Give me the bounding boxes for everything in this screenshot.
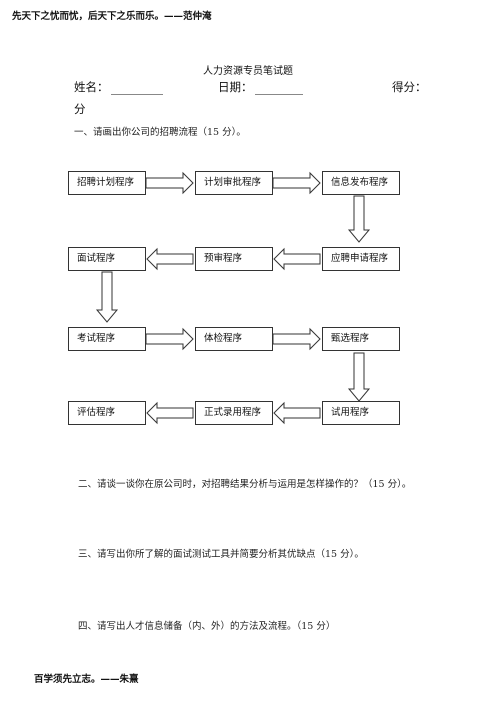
flow-box-pre-review: 预审程序 [195,247,273,271]
flow-box-application: 应聘申请程序 [322,247,400,271]
arrow-right-r3b [272,327,321,351]
flow-box-evaluation: 评估程序 [68,401,146,425]
question-3: 三、请写出你所了解的面试测试工具并简要分析其优缺点（15 分）。 [78,549,364,560]
arrow-left-r2b [146,247,194,271]
question-1: 一、请画出你公司的招聘流程（15 分）。 [74,127,246,138]
flow-box-formal-hiring: 正式录用程序 [195,401,273,425]
score-continuation: 分 [74,102,86,116]
name-field: 姓名： [74,79,163,95]
flow-box-interview: 面试程序 [68,247,146,271]
arrow-left-r2a [273,247,321,271]
date-field: 日期： [218,79,303,95]
arrow-right-r1b [272,171,321,195]
arrow-left-r4a [273,401,321,425]
flow-box-plan-approval: 计划审批程序 [195,171,273,195]
header-quote: 先天下之忧而忧，后天下之乐而乐。——范仲淹 [12,11,212,22]
question-2: 二、请谈一谈你在原公司时，对招聘结果分析与运用是怎样操作的？（15 分）。 [78,479,412,490]
flow-box-recruitment-plan: 招聘计划程序 [68,171,146,195]
flow-box-exam: 考试程序 [68,327,146,351]
arrow-left-r4b [146,401,194,425]
flow-box-probation: 试用程序 [322,401,400,425]
flow-box-medical-check: 体检程序 [195,327,273,351]
date-blank-line [254,82,303,95]
score-field: 得分： [392,79,427,95]
arrow-right-r1a [145,171,194,195]
name-blank-line [110,82,163,95]
flow-box-selection: 甄选程序 [322,327,400,351]
arrow-down-r2-r3 [95,271,119,323]
arrow-down-r3-r4 [347,352,371,402]
name-label: 姓名： [74,80,109,94]
arrow-down-r1-r2 [347,195,371,243]
score-label: 得分： [392,80,427,94]
footer-quote: 百学须先立志。——朱熹 [34,674,139,685]
question-4: 四、请写出人才信息储备（内、外）的方法及流程。（15 分） [78,621,336,632]
flow-box-info-release: 信息发布程序 [322,171,400,195]
page-title: 人力资源专员笔试题 [203,66,293,77]
date-label: 日期： [218,80,253,94]
arrow-right-r3a [145,327,194,351]
